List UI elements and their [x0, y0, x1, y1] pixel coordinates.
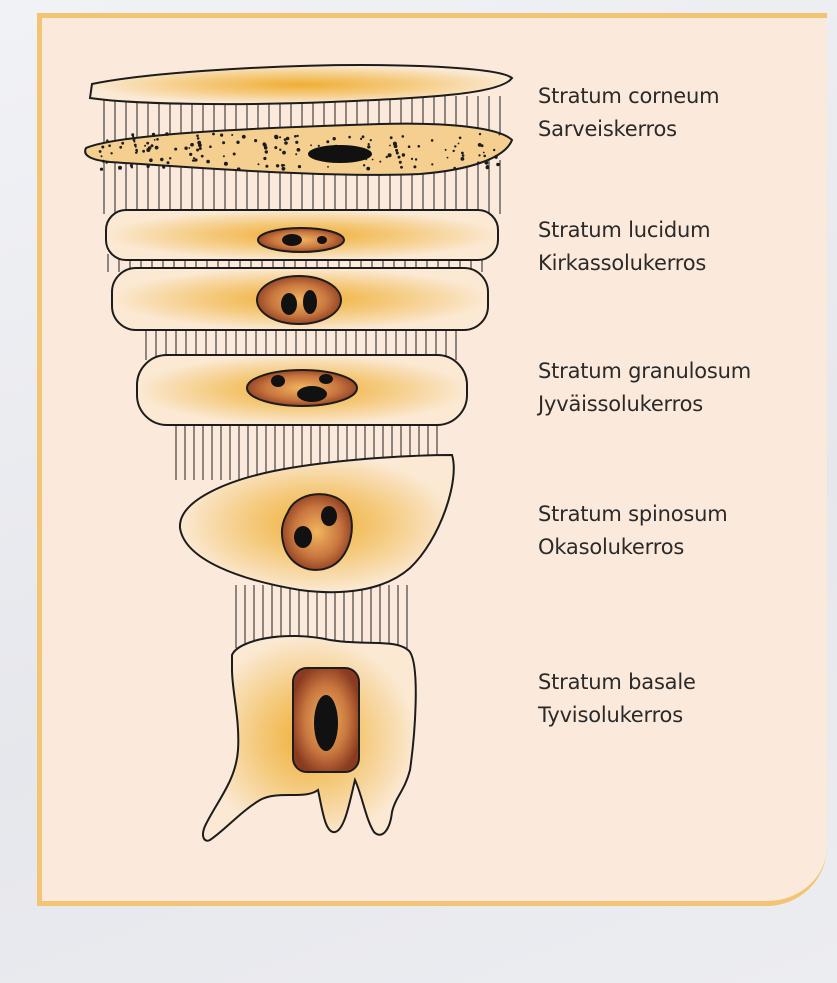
granulosum-nucleus	[247, 370, 357, 406]
corneum-cell-top	[90, 65, 512, 104]
lucidum-nucleus-2	[257, 276, 341, 324]
label-stratum-lucidum: Stratum lucidum Kirkassolukerros	[538, 214, 710, 280]
corneum-nucleus-remnant	[308, 145, 372, 163]
label-stratum-basale: Stratum basale Tyvisolukerros	[538, 666, 696, 732]
label-stratum-spinosum: Stratum spinosum Okasolukerros	[538, 498, 728, 564]
spinosum-nucleus	[282, 494, 352, 570]
label-stratum-granulosum: Stratum granulosum Jyväissolukerros	[538, 355, 751, 421]
label-stratum-corneum: Stratum corneum Sarveiskerros	[538, 80, 719, 146]
